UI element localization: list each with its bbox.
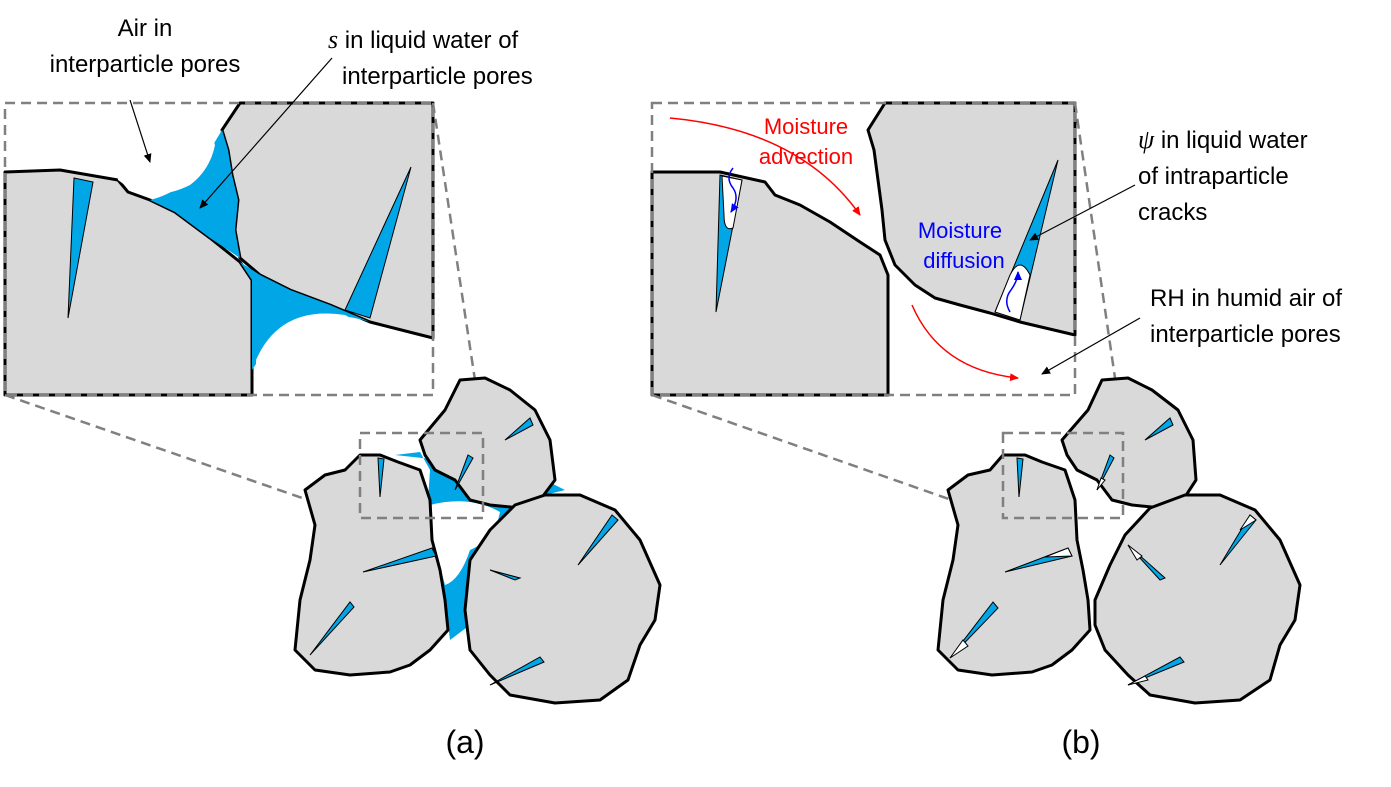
crack-b-7-dry (1127, 544, 1143, 561)
particle-b-top (1060, 376, 1198, 510)
zoom-inset-b (650, 101, 1077, 397)
zoom-source-box-b (1001, 431, 1125, 520)
caption-b: (b) (1061, 724, 1100, 760)
label-s-line2: interparticle pores (342, 63, 533, 90)
advection-arrow-top (669, 117, 861, 216)
crack-a-7 (489, 569, 522, 581)
crack-b-8-dry (1127, 675, 1149, 686)
label-rh-line1: RH in humid air of (1150, 285, 1342, 312)
inset-crack-right (344, 166, 412, 319)
label-psi-line2: of intraparticle (1138, 163, 1289, 190)
interparticle-air-a (430, 501, 500, 585)
leader-rh (1041, 317, 1141, 375)
particle-b-right (1093, 493, 1302, 705)
diffusion-arrow-right (1006, 271, 1022, 313)
label-diffusion-line1: Moisture (918, 218, 1002, 243)
crack-a-5 (504, 417, 534, 441)
crack-b-5 (1144, 417, 1174, 441)
zoom-guide-a-left (4, 393, 361, 520)
inset-air-bubble-bottom (256, 313, 372, 395)
crack-b-2-dry (1044, 547, 1073, 558)
crack-a-8 (489, 656, 545, 686)
zoom-guide-b-left (651, 393, 1004, 520)
particle-b-left (936, 453, 1092, 677)
zoom-source-box-a (358, 431, 485, 520)
crack-b-3-dry (949, 639, 969, 659)
symbol-psi: ψ (1138, 125, 1155, 154)
panel-a: Air in interparticle pores s in liquid w… (3, 15, 662, 760)
crack-b-4-dry (1096, 477, 1106, 491)
inset-b-particle-left (650, 170, 890, 397)
diffusion-arrow-left (728, 167, 739, 213)
crack-a-4 (454, 454, 474, 491)
crack-b-1 (1016, 457, 1024, 498)
particle-cluster-a (293, 376, 662, 705)
inset-crack-left (67, 177, 94, 319)
label-psi-line1: ψ in liquid water (1138, 125, 1308, 154)
panel-b: Moisture advection Moisture diffusion ψ … (650, 101, 1342, 760)
zoom-inset-a (3, 101, 435, 397)
label-air-line2: interparticle pores (50, 51, 241, 78)
label-psi-line3: cracks (1138, 199, 1207, 226)
inset-water-meniscus-top (150, 130, 240, 258)
crack-a-2 (362, 547, 437, 573)
label-diffusion-line2: diffusion (923, 248, 1005, 273)
inset-border-a (3, 101, 435, 397)
crack-a-1 (377, 457, 385, 498)
label-s-text: in liquid water of (338, 27, 518, 54)
advection-arrow-bottom (911, 304, 1019, 382)
leader-air (129, 99, 152, 163)
label-advection-line2: advection (759, 144, 853, 169)
label-advection-line1: Moisture (764, 114, 848, 139)
particle-cluster-b (936, 376, 1302, 705)
crack-b-6-dry (1239, 514, 1257, 531)
symbol-s: s (328, 25, 338, 54)
caption-a: (a) (445, 724, 484, 760)
label-psi-text: in liquid water (1154, 127, 1307, 154)
crack-a-6 (577, 514, 619, 566)
particle-a-right (463, 493, 662, 705)
label-rh-line2: interparticle pores (1150, 321, 1341, 348)
inset-b-crack-left-dry (721, 175, 743, 230)
particle-a-top (418, 376, 557, 510)
label-air-line1: Air in (118, 15, 173, 42)
particle-a-left (293, 453, 450, 677)
crack-a-3 (309, 601, 355, 656)
leader-s (199, 57, 333, 209)
inset-border-b (650, 101, 1077, 397)
label-s-line1: s in liquid water of (328, 25, 519, 54)
leader-psi (1029, 184, 1136, 241)
